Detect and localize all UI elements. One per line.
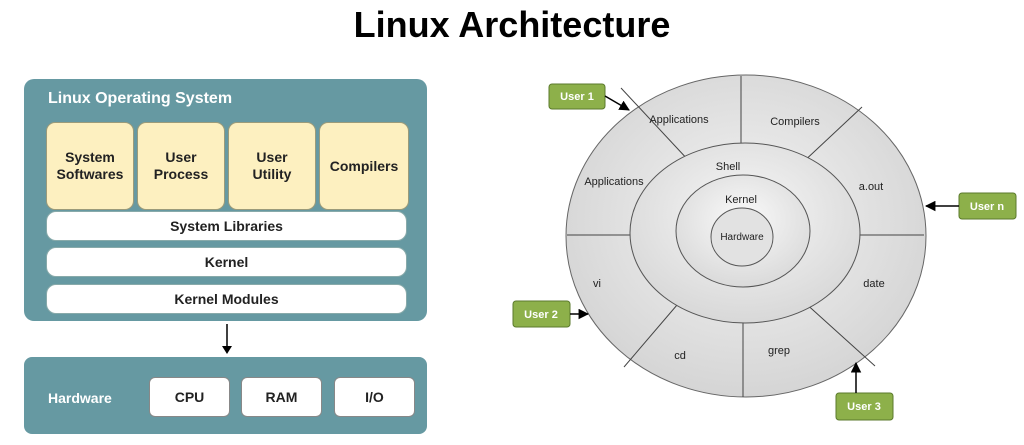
user-1-label: User 1 [560, 91, 594, 103]
hardware-core-label: Hardware [720, 232, 764, 243]
user-3-box: User 3 [835, 392, 894, 421]
user-3-label: User 3 [847, 401, 881, 413]
user-n-label: User n [970, 201, 1005, 213]
segment-label: vi [593, 278, 601, 290]
compilers-box: Compilers [319, 122, 409, 210]
user-1-box: User 1 [548, 83, 606, 110]
user-2-label: User 2 [524, 309, 558, 321]
kernel-layer: Kernel [46, 247, 407, 277]
segment-label: Applications [584, 176, 644, 188]
user-process-box: User Process [137, 122, 225, 210]
kernel-label: Kernel [725, 194, 757, 206]
system-libraries-layer: System Libraries [46, 211, 407, 241]
page-title: Linux Architecture [353, 4, 671, 45]
io-box: I/O [334, 377, 415, 417]
segment-label: a.out [859, 181, 883, 193]
user-n-box: User n [958, 192, 1017, 220]
segment-label: grep [768, 345, 790, 357]
segment-dividers [567, 76, 924, 397]
hardware-core [710, 207, 774, 267]
user-1-arrow [604, 95, 630, 111]
segment-label: Compilers [770, 116, 820, 128]
segment-label: cd [674, 350, 686, 362]
system-softwares-box: System Softwares [46, 122, 134, 210]
user-2-box: User 2 [512, 300, 571, 328]
shell-label: Shell [716, 161, 740, 173]
segment-label: date [863, 278, 884, 290]
os-panel-title: Linux Operating System [48, 90, 233, 107]
hardware-panel-label: Hardware [48, 390, 112, 406]
segment-label: Applications [649, 114, 709, 126]
cpu-box: CPU [149, 377, 230, 417]
kernel-modules-layer: Kernel Modules [46, 284, 407, 314]
ram-box: RAM [241, 377, 322, 417]
user-utility-box: User Utility [228, 122, 316, 210]
